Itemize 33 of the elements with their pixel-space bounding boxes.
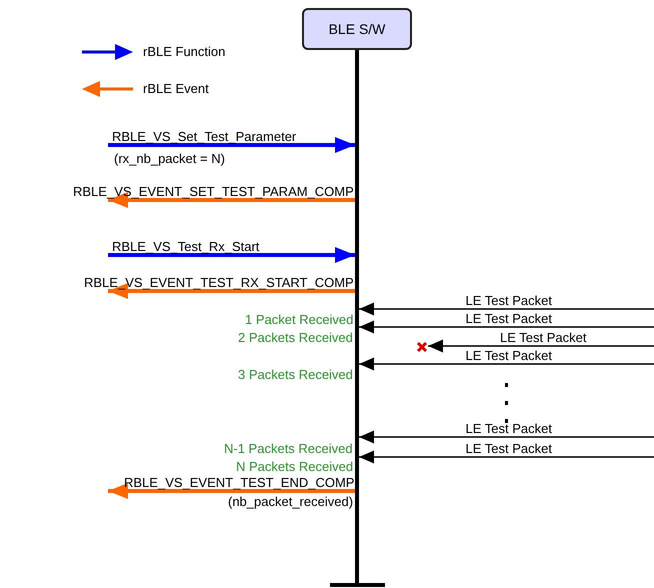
message-arrow [108, 247, 355, 263]
edge-label: RBLE_VS_EVENT_TEST_END_COMP [124, 475, 354, 490]
status-text: N-1 Packets Received [224, 441, 353, 456]
edge-label: LE Test Packet [466, 421, 552, 436]
message-arrow [108, 283, 355, 299]
parameter-note: (rx_nb_packet = N) [114, 151, 225, 166]
message-arrow [108, 483, 355, 499]
edge-label: LE Test Packet [466, 293, 552, 308]
edge-label: LE Test Packet [466, 441, 552, 456]
message-arrow [359, 320, 654, 334]
edge-label: RBLE_VS_EVENT_TEST_RX_START_COMP [84, 275, 354, 290]
lifeline-header-box: BLE S/W [302, 8, 412, 50]
message-arrow [359, 302, 654, 316]
message-arrow [108, 137, 355, 153]
edge-label: LE Test Packet [500, 330, 586, 345]
status-text: N Packets Received [236, 459, 354, 474]
status-text: 3 Packets Received [238, 367, 353, 382]
lost-packet-cross [416, 342, 428, 352]
message-arrow [359, 358, 654, 370]
message-arrow [359, 450, 654, 464]
message-arrow [108, 192, 355, 208]
status-text: 2 Packets Received [238, 330, 353, 345]
message-arrow [428, 340, 654, 352]
edge-label: RBLE_VS_Set_Test_Parameter [112, 129, 296, 144]
edge-label: LE Test Packet [466, 311, 552, 326]
edge-label: LE Test Packet [466, 348, 552, 363]
legend-label: rBLE Function [143, 44, 226, 59]
edge-label: RBLE_VS_Test_Rx_Start [112, 239, 260, 254]
parameter-note: (nb_packet_received) [228, 494, 354, 509]
legend-label: rBLE Event [143, 81, 209, 96]
edge-label: RBLE_VS_EVENT_SET_TEST_PARAM_COMP [73, 184, 354, 199]
message-arrow [359, 430, 654, 444]
status-text: 1 Packet Received [245, 312, 354, 327]
